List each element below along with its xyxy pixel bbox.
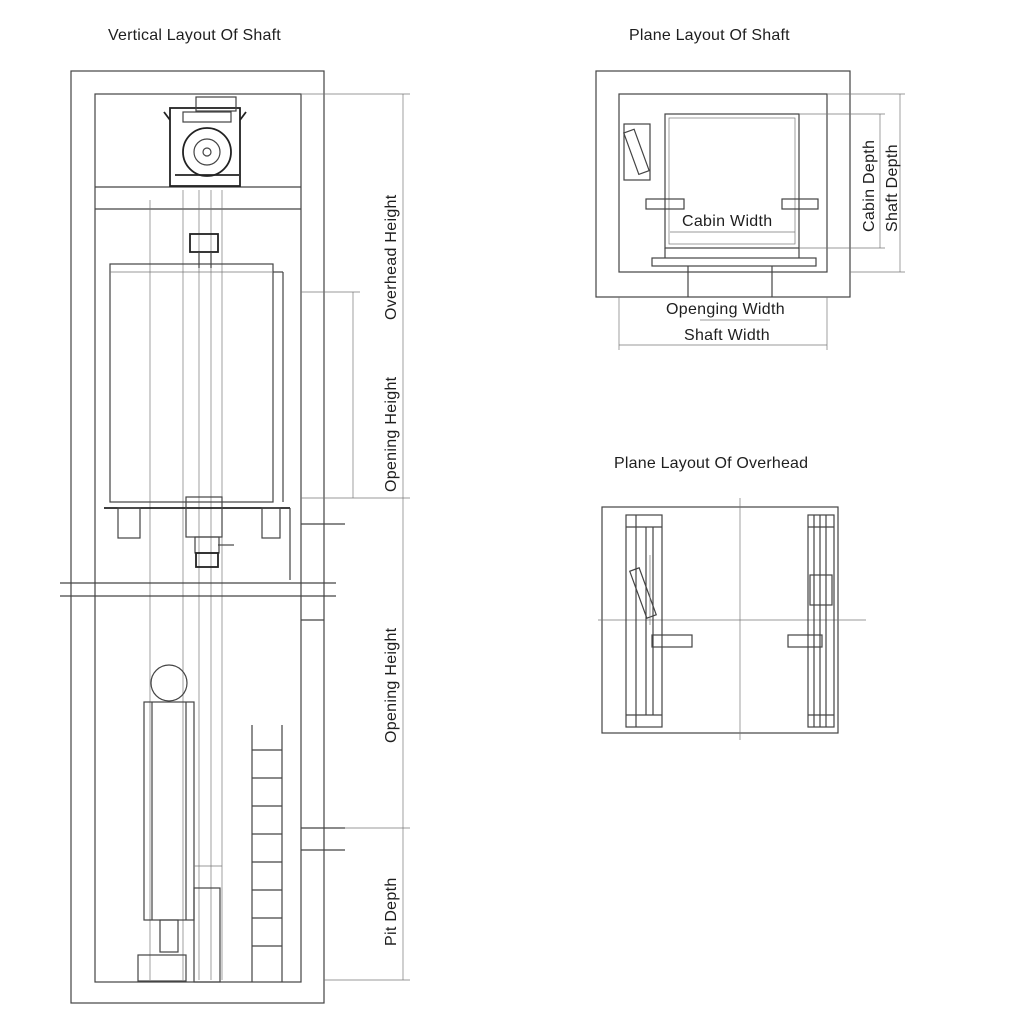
cabin-plan: [664, 113, 800, 249]
overhead-plan-drawing: [598, 498, 866, 740]
shaft-outer-wall: [70, 70, 325, 1004]
overhead-height-label: Overhead Height: [383, 194, 400, 320]
shaft-depth-label: Shaft Depth: [884, 144, 901, 232]
counterweight: [137, 664, 222, 983]
shaft-width-label: Shaft Width: [684, 327, 770, 344]
plane-shaft-drawing: Cabin Width Openging Width Shaft Width C…: [595, 70, 905, 350]
shaft-plan-outer: [595, 70, 851, 298]
plane-layout-title: Plane Layout Of Shaft: [629, 27, 790, 44]
pit-depth-label: Pit Depth: [383, 877, 400, 946]
overhead-layout-title: Plane Layout Of Overhead: [614, 455, 809, 472]
cabin-width-label: Cabin Width: [682, 213, 772, 230]
traction-machine: [163, 96, 247, 187]
opening-height-upper-label: Opening Height: [383, 376, 400, 492]
cabin-depth-label: Cabin Depth: [861, 140, 878, 232]
vertical-layout-title: Vertical Layout Of Shaft: [108, 27, 281, 44]
pit-ladder: [251, 725, 283, 982]
opening-width-label: Openging Width: [666, 301, 785, 318]
shaft-plan-inner: [618, 93, 828, 273]
opening-height-lower-label: Opening Height: [383, 627, 400, 743]
cabin-elevation: [104, 263, 291, 580]
vertical-shaft-drawing: Overhead Height Opening Height Opening H…: [60, 70, 410, 1004]
